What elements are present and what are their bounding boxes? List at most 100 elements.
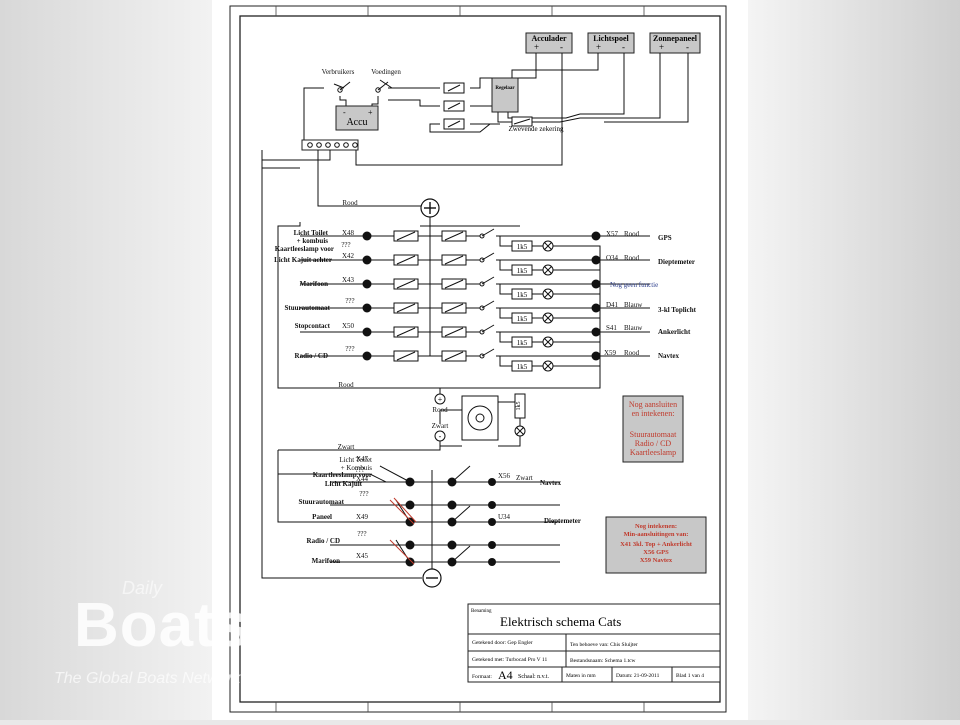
lower-switch-lever	[451, 545, 471, 563]
code-unknown: ???	[355, 466, 364, 474]
zonnepaneel-minus: -	[686, 42, 689, 52]
lower-circuit-rows	[330, 465, 560, 567]
fuse-diagonal	[444, 255, 464, 265]
red-link-wire	[389, 539, 415, 565]
fuse-diagonal	[444, 279, 464, 289]
upper-wiring	[261, 53, 689, 169]
switch-terminal	[337, 87, 343, 93]
note1-line: en intekenen:	[632, 409, 675, 418]
code-unknown: ???	[341, 241, 350, 249]
indicator-wire	[499, 284, 512, 295]
benaming-label: Benaming	[471, 609, 492, 614]
resistor-label: 1k5	[517, 339, 528, 347]
schematic-diagram: Acculader + - Lichtspoel + - Zonnepaneel…	[229, 5, 727, 713]
indicator-wire	[499, 356, 512, 367]
indicator-wire	[553, 245, 601, 248]
zwart-label-x56: Zwart	[516, 474, 533, 482]
code-x59: X59	[604, 349, 617, 357]
red-link-wire	[393, 497, 417, 523]
label-stuurautomaat: Stuurautomaat	[284, 304, 330, 312]
code-unknown: ???	[345, 345, 354, 353]
connector-dot	[362, 327, 372, 337]
note2-line: Min-aansluitingen van:	[624, 531, 689, 538]
fuse-diagonal	[396, 327, 416, 337]
lower-label-stuurautomaat: Stuurautomaat	[298, 498, 344, 506]
switch-lever	[481, 228, 495, 237]
switch-lever	[481, 348, 495, 357]
note2-line: X41 3kl. Top + Ankerlicht	[620, 541, 693, 548]
indicator-wire	[499, 308, 512, 319]
note1-line: Nog aansluiten	[629, 400, 677, 409]
outer-frame	[229, 5, 727, 713]
lower-label-kaartleeslamp: Kaartleeslamp voor	[313, 471, 372, 479]
code-o34: O34	[606, 254, 619, 262]
connector-dot	[488, 558, 496, 566]
meter-plus-terminal: +	[434, 393, 446, 405]
bestandsnaam: Bestandsnaam: Schema 1.tcw	[570, 658, 636, 664]
resistor-label: 1k5	[517, 267, 528, 275]
lichtspoel-plus: +	[596, 42, 601, 52]
zonnepaneel-box: Zonnepaneel + -	[649, 32, 701, 54]
indicator-wire	[553, 293, 601, 296]
code-x43: X43	[342, 276, 355, 284]
meter-resistor: 1k5	[514, 393, 526, 419]
connector-dot	[488, 518, 496, 526]
blurred-background-left	[0, 0, 212, 720]
acculader-minus: -	[560, 42, 563, 52]
indicator-wire	[553, 317, 601, 320]
lamp-cross	[544, 338, 552, 346]
connector-dot	[362, 351, 372, 361]
code-x47: X47	[356, 455, 369, 463]
label-navtex: Navtex	[658, 352, 679, 360]
accu-minus: -	[343, 108, 346, 117]
zwart-label-meter: Zwart	[432, 422, 449, 430]
connector-dot	[488, 478, 496, 486]
note2-line: X56 GPS	[643, 549, 669, 556]
lower-label-licht-toilet: Licht Toilet	[339, 456, 372, 464]
note1-line: Radio / CD	[635, 439, 672, 448]
code-unknown: ???	[357, 530, 366, 538]
color-blauw: Blauw	[624, 301, 643, 309]
code-unknown: ???	[345, 297, 354, 305]
schaal: Schaal: n.v.t.	[518, 674, 549, 680]
lower-label-dieptemeter: Dieptemeter	[544, 517, 581, 525]
lichtspoel-label: Lichtspoel	[593, 34, 629, 43]
acculader-label: Acculader	[531, 34, 567, 43]
getekend-door: Getekend door: Gep Engler	[472, 640, 533, 646]
rood-label-meter: Rood	[432, 406, 448, 414]
lamp-cross	[544, 314, 552, 322]
terminal-block	[301, 139, 359, 151]
connector-dot	[362, 303, 372, 313]
fuse-diagonal	[444, 327, 464, 337]
connector-dot	[362, 231, 372, 241]
regelaar-box: Regelaar	[491, 77, 519, 113]
lamp-cross	[544, 242, 552, 250]
note-box-1: Nog aansluiten en intekenen: Stuurautoma…	[622, 395, 684, 463]
acculader-box: Acculader + -	[525, 32, 573, 54]
label-gps: GPS	[658, 234, 672, 242]
code-x48: X48	[342, 229, 355, 237]
watermark-small: Daily	[122, 578, 163, 598]
code-x57: X57	[606, 230, 619, 238]
voedingen-label: Voedingen	[371, 68, 401, 76]
code-x44: X44	[356, 475, 369, 483]
datum: Datum: 21-09-2011	[616, 673, 660, 679]
code-u34: U34	[498, 513, 511, 521]
code-x45: X45	[356, 552, 369, 560]
accu-battery: Accu - +	[335, 105, 379, 131]
connector-dot	[362, 255, 372, 265]
code-s41: S41	[606, 324, 617, 332]
indicator-wire	[553, 269, 601, 272]
zekering-label: Zwevende zekering	[509, 125, 564, 133]
code-d41: D41	[606, 301, 619, 309]
formaat-label: Formaat:	[472, 674, 492, 680]
rood-label-mid: Rood	[338, 381, 354, 389]
switch-lever	[377, 81, 389, 91]
label-kaartleeslamp: Kaartleeslamp voor	[275, 245, 334, 253]
accu-label: Accu	[346, 117, 367, 128]
label-licht-toilet: Licht Toilet	[294, 229, 329, 237]
ten-behoeve-van: Ten behoeve van: Chis Sluijter	[570, 642, 638, 648]
fuse-diagonal	[396, 303, 416, 313]
code-x56: X56	[498, 472, 511, 480]
